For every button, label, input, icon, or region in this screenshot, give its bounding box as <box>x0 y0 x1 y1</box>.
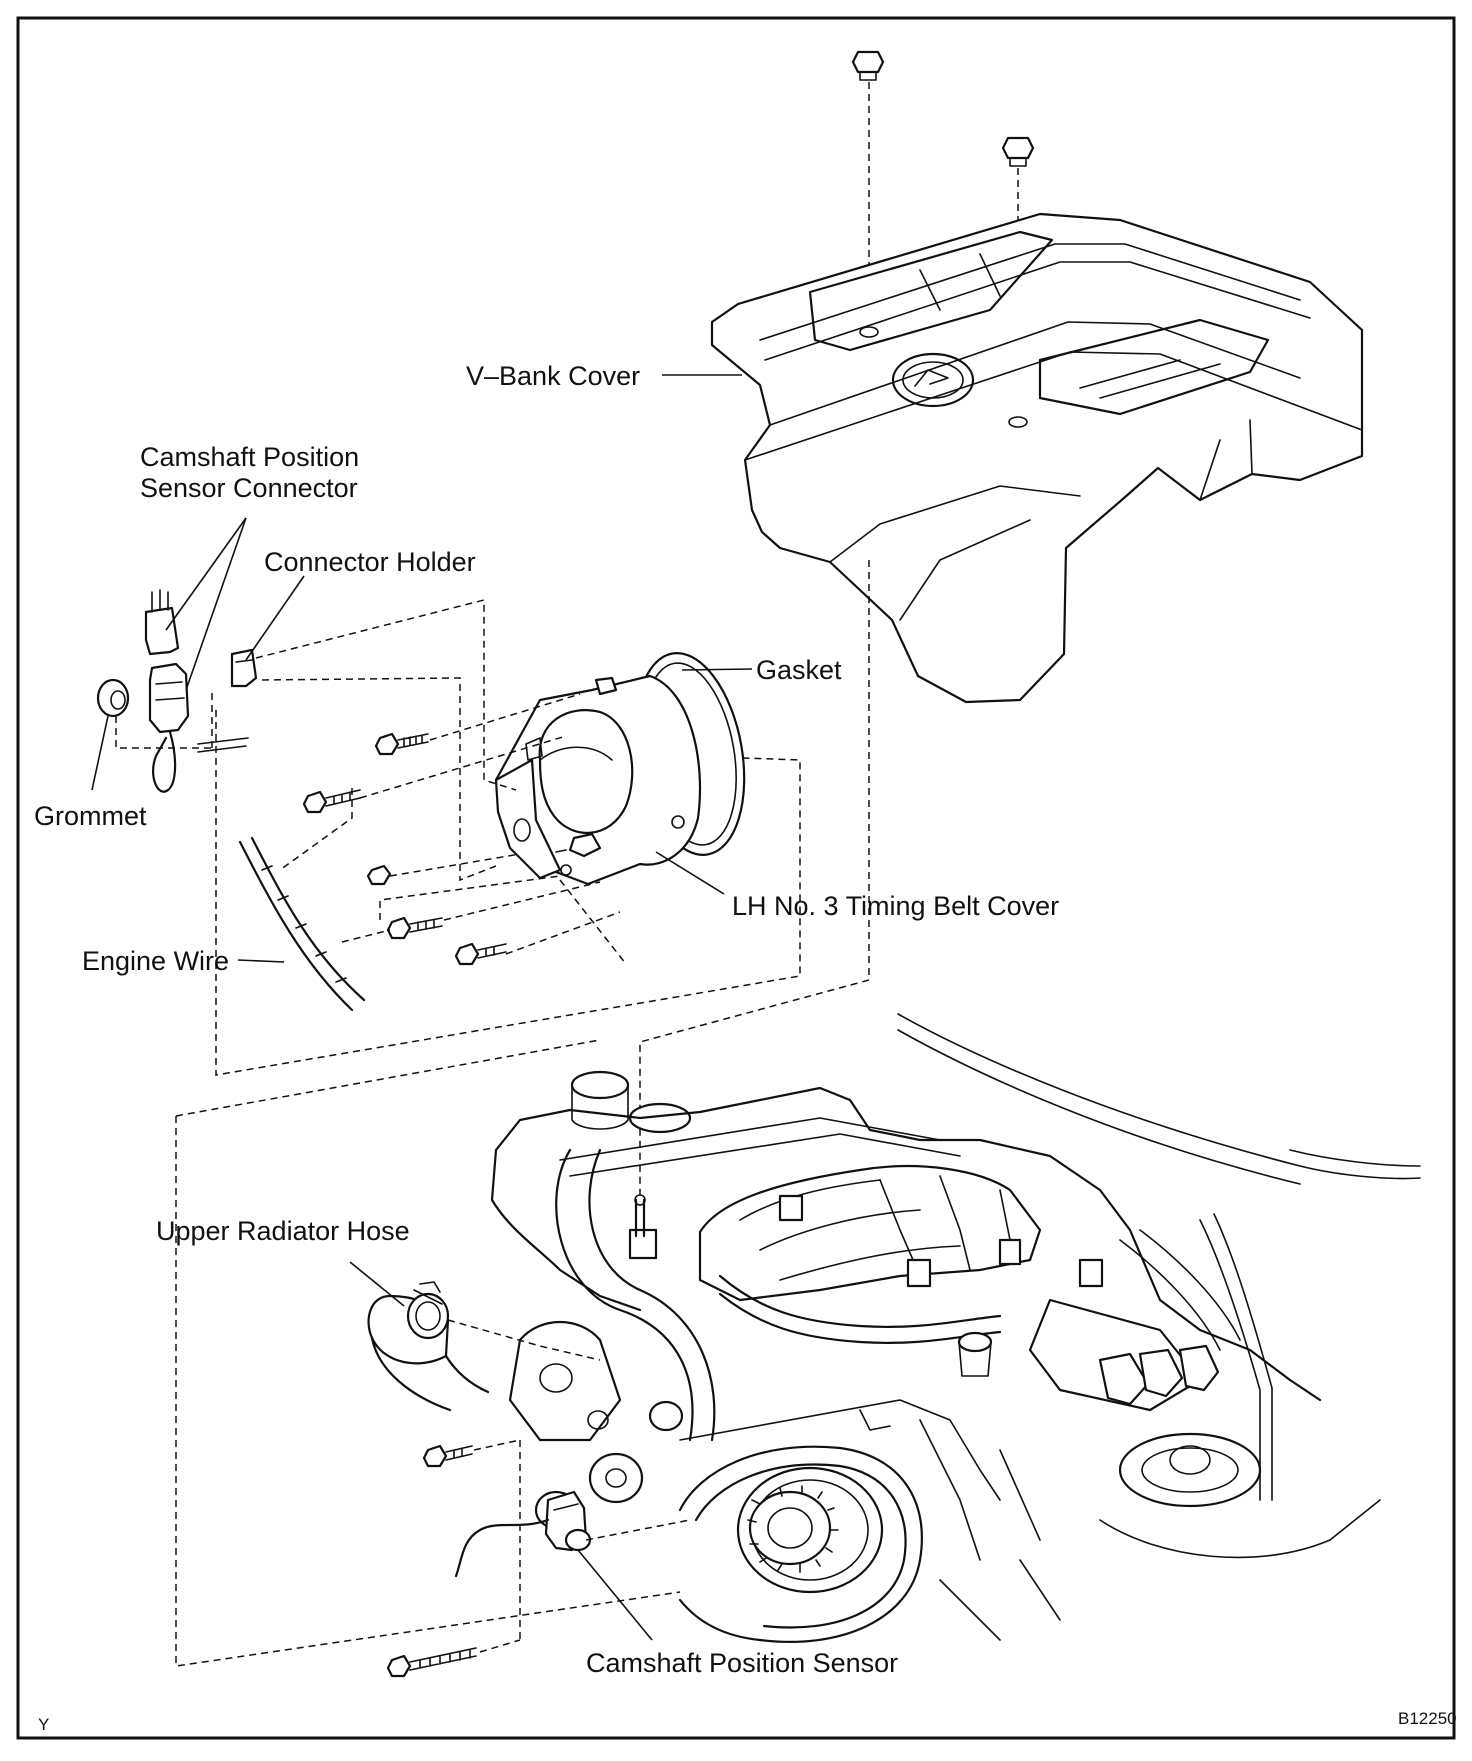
label-engine-wire: Engine Wire <box>82 946 229 976</box>
engine-assembly <box>490 1013 1421 1643</box>
connector-holder-part <box>230 648 258 688</box>
label-connector-holder: Connector Holder <box>264 547 476 577</box>
leader-connector-holder <box>245 575 305 661</box>
label-camshaft-connector-line1: Camshaft Position <box>140 442 359 472</box>
label-grommet: Grommet <box>34 801 147 831</box>
cover-nut-small <box>366 864 392 886</box>
leader-engine-wire <box>237 959 285 963</box>
cover-nut-2 <box>1001 136 1035 167</box>
cover-bolt-2 <box>302 789 361 814</box>
sensor-bolt-2 <box>386 1639 521 1678</box>
v-bank-cover-part <box>639 50 1364 1200</box>
grommet-part <box>96 678 130 718</box>
label-gasket: Gasket <box>756 655 842 685</box>
leader-timing-belt-cover <box>655 851 725 895</box>
engine-wire-part <box>238 836 366 1012</box>
corner-code-y: Y <box>38 1715 49 1734</box>
cover-bolt-3 <box>386 916 443 940</box>
timing-belt-cover-part <box>494 652 746 886</box>
label-upper-radiator-hose: Upper Radiator Hose <box>156 1216 410 1246</box>
label-camshaft-position-sensor: Camshaft Position Sensor <box>586 1648 898 1678</box>
upper-radiator-hose-part <box>367 1281 601 1412</box>
label-camshaft-connector-line2: Sensor Connector <box>140 473 358 503</box>
cover-bolt-1 <box>374 732 429 756</box>
assembly-dash-lines-upper <box>115 599 801 1667</box>
camshaft-position-sensor-part <box>454 1490 691 1578</box>
camshaft-connector-part <box>144 589 249 793</box>
leader-lines <box>91 374 753 1641</box>
figure-border <box>16 16 1456 1740</box>
cover-nut-1 <box>851 50 885 81</box>
leader-connector-1 <box>165 517 247 631</box>
cover-bolt-4 <box>454 942 507 966</box>
leader-connector-2 <box>185 517 247 691</box>
leader-camshaft-sensor <box>577 1549 653 1641</box>
label-lh-timing-belt-cover: LH No. 3 Timing Belt Cover <box>732 891 1059 921</box>
label-v-bank-cover: V–Bank Cover <box>466 361 640 391</box>
leader-upper-radiator-hose <box>349 1261 405 1307</box>
leader-gasket <box>681 668 753 671</box>
leader-grommet <box>91 715 109 791</box>
figure-id: B12250 <box>1398 1709 1457 1728</box>
sensor-bolt-1 <box>422 1439 521 1640</box>
